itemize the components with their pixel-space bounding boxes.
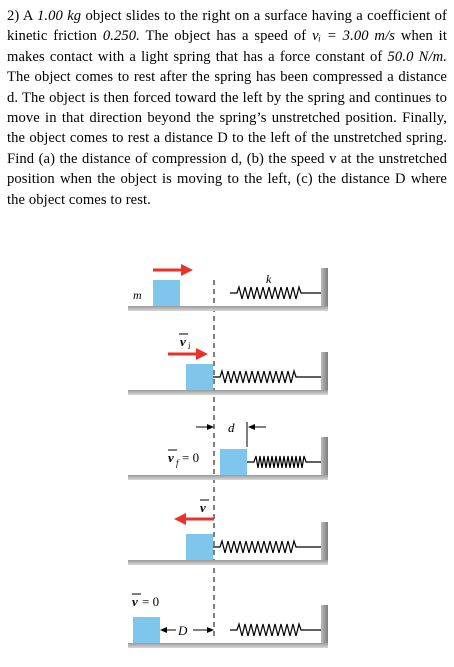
panel-3: d v f = 0 <box>128 420 328 480</box>
spring <box>230 621 321 637</box>
spring <box>247 455 321 469</box>
final-velocity-value: = 0 <box>182 450 199 465</box>
spring-constant-label: k <box>266 272 272 286</box>
velocity-label: v <box>200 500 206 515</box>
mass-label: m <box>133 288 142 302</box>
wall <box>321 437 328 479</box>
block <box>186 364 213 390</box>
rest-velocity-value: = 0 <box>142 594 159 609</box>
distance-D-label: D <box>177 623 188 638</box>
arrow-head <box>160 627 167 633</box>
block <box>153 280 180 306</box>
spring <box>230 284 321 300</box>
spring <box>213 538 321 554</box>
mass-value: 1.00 <box>36 8 63 24</box>
panel-1: m k <box>128 264 328 311</box>
spring-constant: 50.0 N/m. <box>387 48 447 65</box>
panel-2: v i <box>128 333 328 395</box>
wall <box>321 605 328 647</box>
rest-velocity-label: v <box>132 594 138 609</box>
arrow-head <box>207 627 214 633</box>
problem-text: 2) A 1.00 kg object slides to the right … <box>7 8 448 208</box>
panel-5: v = 0 D <box>128 593 328 648</box>
friction-coefficient: 0.250. <box>102 28 140 45</box>
wall <box>321 522 328 564</box>
block <box>133 617 160 643</box>
compression-label: d <box>228 420 235 435</box>
mass-unit: kg <box>67 8 82 24</box>
initial-speed: vᵢ = 3.00 m/s <box>312 28 396 45</box>
final-velocity-label: v <box>168 450 174 465</box>
block <box>220 449 247 475</box>
initial-velocity-label: v <box>180 334 186 349</box>
arrow-head <box>248 424 255 430</box>
spring <box>213 368 321 384</box>
arrow-head <box>196 348 208 360</box>
arrow-head <box>174 513 186 525</box>
arrow-head <box>207 424 214 430</box>
wall <box>321 268 328 310</box>
panel-4: v <box>128 499 328 565</box>
initial-velocity-subscript: i <box>188 341 191 351</box>
arrow-head <box>181 264 193 276</box>
final-velocity-subscript: f <box>176 458 180 468</box>
problem-number: 2) <box>7 8 20 24</box>
wall <box>321 352 328 394</box>
floor <box>128 390 328 395</box>
floor <box>128 560 328 565</box>
floor <box>128 475 328 480</box>
floor <box>128 306 328 311</box>
block <box>186 534 213 560</box>
floor <box>128 643 328 648</box>
